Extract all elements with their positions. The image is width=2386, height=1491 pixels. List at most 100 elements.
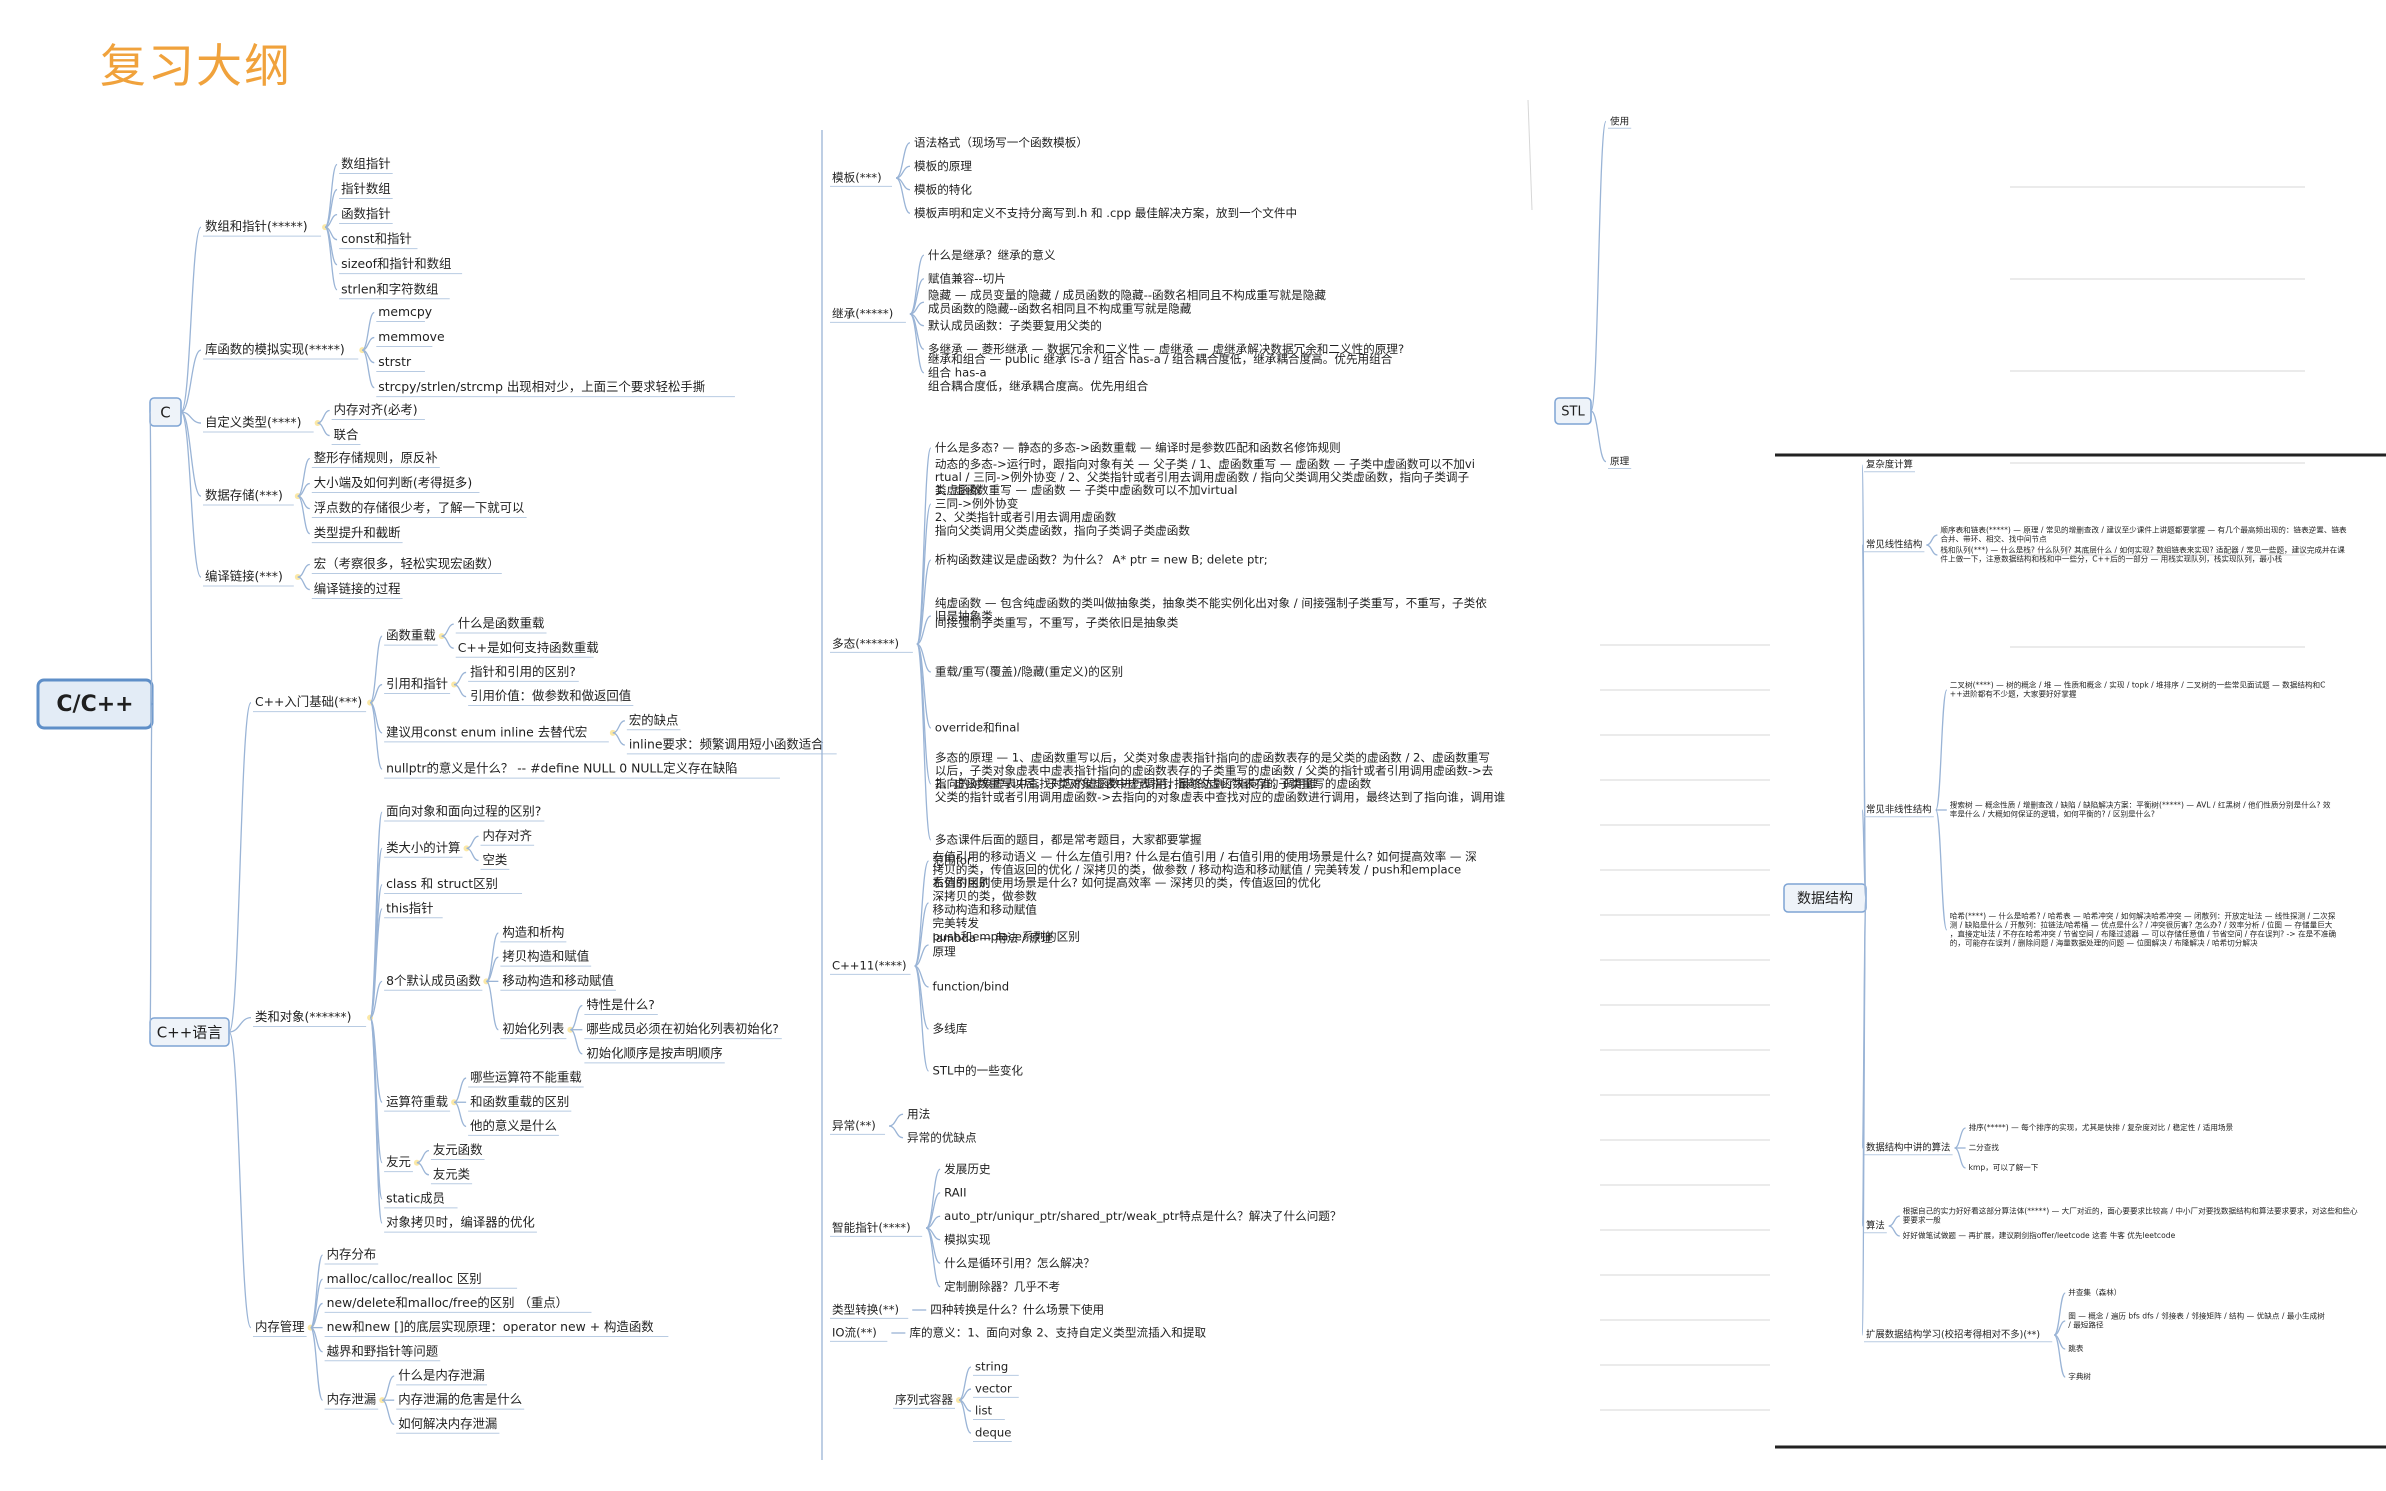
section-item: override和final — [935, 721, 1020, 735]
section-label: 异常(**) — [832, 1119, 876, 1133]
section-item: push和emplace系列的区别 — [933, 929, 1080, 943]
topic-node-child: memcpy — [378, 304, 432, 319]
topic-node-child: 类大小的计算 — [386, 840, 460, 855]
branch-connector — [441, 635, 454, 649]
section-item: 什么是循环引用？怎么解决？ — [944, 1256, 1095, 1270]
section-item: 多态课件后面的题目，都是常考题目，大家都要掌握 — [935, 833, 1202, 847]
branch-connector — [909, 278, 925, 315]
topic-node: C++入门基础(***) — [255, 694, 362, 709]
section-label: C++11(****) — [832, 959, 907, 973]
root-label: C/C++ — [56, 692, 133, 717]
section-item: function/bind — [933, 980, 1010, 994]
topic-node-child-child: 友元类 — [433, 1166, 470, 1181]
branch-connector — [453, 1077, 467, 1103]
branch-connector — [916, 643, 932, 841]
section-item: 父类的指针或者引用调用虚函数->去指向的对象虚表中查找对应的虚函数进行调用，最终… — [935, 790, 1506, 804]
branch-connector — [888, 1125, 904, 1139]
topic-node-child-child: 哪些运算符不能重载 — [470, 1070, 582, 1085]
seq-container-node: 序列式容器 — [895, 1393, 953, 1407]
branch-connector — [180, 349, 202, 413]
section-item: 继承和组合 — public 继承 is-a / 组合 has-a / 组合耦合… — [928, 352, 1393, 366]
ds-item-line: 并查集（森林） — [2068, 1287, 2121, 1297]
ds-item-line: kmp，可以了解一下 — [1969, 1162, 2039, 1172]
section-item: 深拷贝的类，做参数 — [933, 889, 1038, 903]
section-item: 多态的原理 — 1、虚函数重写以后，父类对象虚表指针指向的虚函数表存的是父类的虚… — [935, 750, 1494, 790]
section-item-line: 纯虚函数 — 包含纯虚函数的类叫做抽象类，抽象类不能实例化出对象 / 间接强制子… — [935, 595, 1487, 609]
branch-connector — [958, 1399, 972, 1434]
topic-node-child: new和new []的底层实现原理：operator new + 构造函数 — [327, 1319, 655, 1334]
branch-connector — [570, 1004, 583, 1031]
topic-node-child: 类型提升和截断 — [314, 525, 401, 540]
branch-connector — [1590, 410, 1607, 463]
ds-item: 搜索树 — 概念性质 / 增删查改 / 缺陷 / 缺陷解决方案：平衡树(****… — [1950, 800, 2331, 819]
topic-node-child: 数组指针 — [341, 156, 391, 171]
section-item-line: 以后，子类对象虚表中虚表指针指向的虚函数表存的子类重写的虚函数 / 父类的指针或… — [935, 763, 1494, 777]
branch-connector — [916, 503, 932, 645]
topic-node-child-child: 内存对齐 — [483, 828, 533, 843]
branch-connector — [1861, 897, 1867, 1336]
branch-connector — [913, 965, 930, 1072]
topic-node-child-child: 构造和析构 — [502, 924, 564, 939]
branch-connector — [416, 1162, 430, 1176]
branch-connector — [2053, 1292, 2066, 1336]
section-item-line: 旧是抽象类 — [935, 608, 993, 622]
topic-node-child: malloc/calloc/realloc 区别 — [327, 1271, 482, 1286]
topic-node-child-child: 什么是函数重载 — [458, 616, 545, 631]
ds-item-line: ，直接定址法 / 不存在哈希冲突 / 节省空间 / 布隆过滤器 — 可以存储任意… — [1950, 929, 2337, 939]
ds-item-line: ++进阶都有不少题，大家要好好掌握 — [1950, 689, 2077, 699]
topic-node-child-child: 引用价值：做参数和做返回值 — [470, 688, 631, 703]
stl-principle-subtree: 原理 — [1608, 457, 1632, 470]
ds-item-line: 合并、带环、相交、找中间节点 — [1940, 534, 2047, 544]
topic-node-child-child-child: 初始化顺序是按声明顺序 — [586, 1045, 722, 1060]
branch-label: C++语言 — [157, 1024, 223, 1042]
ds-item-line: 顺序表和链表(*****) — 原理 / 常见的增删查改 / 建议至少课件上讲题… — [1940, 525, 2347, 535]
topic-node: 库函数的模拟实现(*****) — [205, 342, 345, 357]
topic-node-child-child: 他的意义是什么 — [470, 1118, 557, 1133]
branch-connector — [381, 1375, 395, 1401]
ds-item: 字典树 — [2068, 1371, 2091, 1381]
ds-item-line: 字典树 — [2068, 1371, 2091, 1381]
branch-connector — [2054, 1320, 2066, 1336]
ds-item: 跳表 — [2068, 1343, 2084, 1353]
branch-connector — [612, 732, 625, 746]
topic-node-child-child: 空类 — [483, 852, 508, 867]
section-label: 模板(***) — [832, 171, 882, 185]
ds-category: 常见线性结构 — [1866, 539, 1922, 551]
ds-item: 二叉树(****) — 树的概念 / 堆 — 性质和概念 / 实现 / topk… — [1950, 680, 2326, 699]
topic-node-child: strcpy/strlen/strcmp 出现相对少，上面三个要求轻松手撕 — [378, 379, 705, 394]
section-item-line: 指向的对象虚表中查找对应的虚函数进行调用，最终达到了指向谁，调用谁 — [935, 776, 1318, 790]
section-item-line: 类虚函数 — [935, 483, 982, 497]
ds-category: 扩展数据结构学习(校招考得相对不多)(**) — [1866, 1329, 2040, 1341]
section-item: 定制删除器？几乎不考 — [944, 1279, 1060, 1293]
ds-item-line: 要要求一般 — [1903, 1215, 1941, 1225]
branch-connector — [369, 635, 383, 704]
section-item: 模板声明和定义不支持分离写到.h 和 .cpp 最佳解决方案，放到一个文件中 — [914, 206, 1297, 220]
category-0-3: 整形存储规则，原反补大小端及如何判断(考得挺多)浮点数的存储很少考，了解一下就可… — [203, 450, 527, 544]
branch-connector — [1590, 120, 1607, 412]
topic-node: 编译链接(***) — [205, 569, 283, 584]
section-item: 原理 — [933, 944, 957, 958]
topic-node: 类和对象(******) — [255, 1009, 351, 1024]
topic-node-child-child: 指针和引用的区别? — [470, 664, 576, 679]
branch-connector — [1926, 534, 1938, 546]
ds-item-line: 二叉树(****) — 树的概念 / 堆 — 性质和概念 / 实现 / topk… — [1950, 680, 2326, 690]
section-item-line: 动态的多态->运行时，跟指向对象有关 — 父子类 / 1、虚函数重写 — 虚函数… — [935, 457, 1475, 471]
branch-connector — [324, 163, 338, 228]
ds-item: 好好做笔试做题 — 再扩展，建议刷剑指offer/leetcode 这套 牛客 … — [1903, 1230, 2176, 1240]
branch-connector — [486, 956, 499, 982]
category-0-1: memcpymemmovestrstrstrcpy/strlen/strcmp … — [203, 304, 735, 398]
ds-item-line: 好好做笔试做题 — 再扩展，建议刷剑指offer/leetcode 这套 牛客 … — [1903, 1230, 2176, 1240]
topic-node-child: 内存泄漏 — [327, 1392, 377, 1407]
branch-connector — [916, 615, 932, 645]
ds-category: 数据结构中讲的算法 — [1866, 1142, 1950, 1154]
section-item: 范围for — [933, 854, 972, 868]
branch-connector — [369, 980, 383, 1019]
branch-connector — [895, 177, 911, 214]
ds-root-label: 数据结构 — [1797, 891, 1853, 907]
ds-category: 常见非线性结构 — [1866, 804, 1932, 816]
branch-connector — [361, 349, 375, 389]
